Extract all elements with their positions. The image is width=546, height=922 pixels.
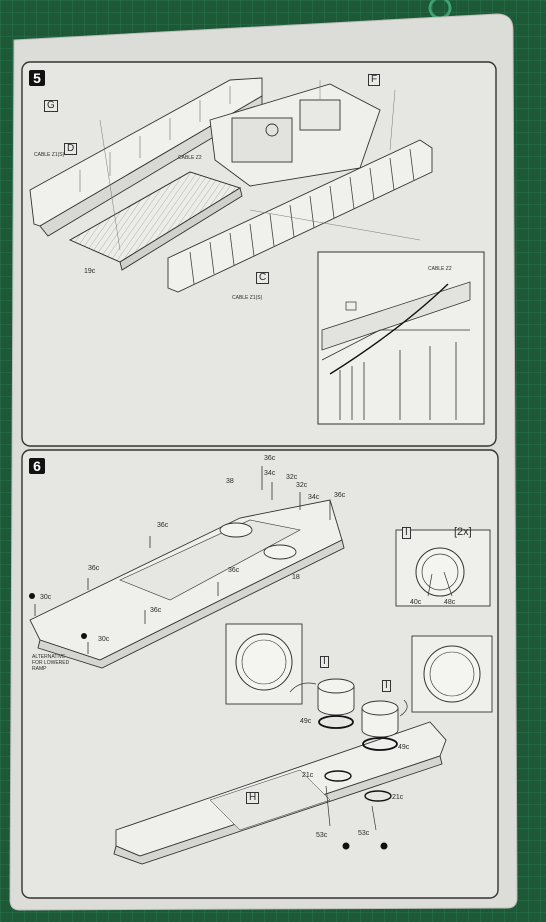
step6-ring-detail-right xyxy=(411,635,493,713)
part-36c-a: 36c xyxy=(264,455,276,462)
part-21c-a: 21c xyxy=(302,772,314,779)
multiplier-2x: [2x] xyxy=(454,526,472,538)
part-53c-a: 53c xyxy=(316,832,328,839)
part-21c-b: 21c xyxy=(392,794,404,801)
cable-label-3: CABLE Z1(S) xyxy=(232,295,263,301)
part-box-h: H xyxy=(246,792,260,804)
part-36c-d: 36c xyxy=(88,565,100,572)
part-34c-b: 34c xyxy=(308,494,320,501)
part-49c-b: 49c xyxy=(398,744,410,751)
step6-turret-ring-inset xyxy=(395,529,491,607)
cable-label-1: CABLE Z1(S) xyxy=(34,152,65,158)
part-32c-b: 32c xyxy=(296,482,308,489)
part-32c-a: 32c xyxy=(286,474,298,481)
step6-lower-plate xyxy=(113,721,447,865)
step6-ring-detail-left xyxy=(225,623,303,705)
part-box-d: D xyxy=(64,143,78,155)
part-40c: 40c xyxy=(410,599,422,606)
part-34c-a: 34c xyxy=(264,470,276,477)
part-36c-f: 36c xyxy=(150,607,162,614)
part-box-g: G xyxy=(44,100,58,112)
part-38: 38 xyxy=(226,478,234,485)
turret-ring-left xyxy=(317,685,355,716)
part-box-f: F xyxy=(368,74,381,86)
cable-label-2: CABLE Z2 xyxy=(178,155,202,161)
part-53c-b: 53c xyxy=(358,830,370,837)
step5-cable-inset xyxy=(317,251,485,425)
alternative-ramp-note: ALTERNATIVE FOR LOWERED RAMP xyxy=(32,654,70,672)
part-36c-c: 36c xyxy=(157,522,169,529)
part-30c-a: 30c xyxy=(40,594,52,601)
step5-number: 5 xyxy=(29,70,45,86)
part-30c-b: 30c xyxy=(98,636,110,643)
step6-number: 6 xyxy=(29,458,45,474)
step5-hull-right-wall xyxy=(167,139,433,293)
step5-hull-left-wall xyxy=(29,77,263,237)
step5-engine-deck xyxy=(209,83,381,187)
part-box-i-inset: I xyxy=(402,527,411,539)
part-box-i-left: I xyxy=(320,656,329,668)
part-36c-e: 36c xyxy=(228,567,240,574)
screw-icons xyxy=(29,593,388,850)
o-ring-right xyxy=(362,737,398,751)
part-49c-a: 49c xyxy=(300,718,312,725)
part-box-i-right: I xyxy=(382,680,391,692)
part-box-c: C xyxy=(256,272,270,284)
o-ring-left xyxy=(318,715,354,729)
turret-ring-right xyxy=(361,707,399,738)
step5-floor-grille xyxy=(68,171,243,271)
cable-label-inset: CABLE Z2 xyxy=(428,266,452,272)
part-48c: 48c xyxy=(444,599,456,606)
part-36c-b: 36c xyxy=(334,492,346,499)
step6-upper-plate xyxy=(29,499,345,669)
part-18: 18 xyxy=(292,574,300,581)
part-19c: 19c xyxy=(84,268,96,275)
